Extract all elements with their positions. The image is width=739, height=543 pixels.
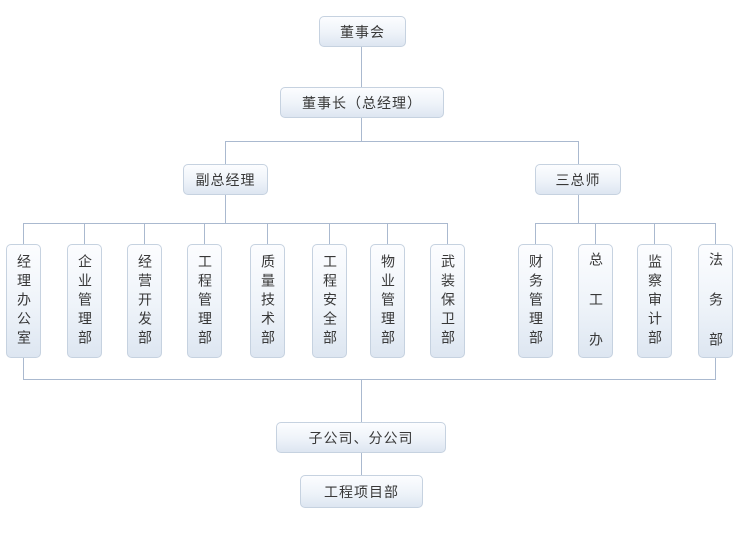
connector-board-to-chairman: [361, 47, 362, 87]
node-dept-finance-mgmt: 财务管理部: [518, 244, 553, 358]
connector-bottom-horizontal: [23, 379, 716, 380]
connector-left-depts-horizontal: [23, 223, 448, 224]
node-dept-engineering-safety: 工程安全部: [312, 244, 347, 358]
connector-to-deputy-gm: [225, 141, 226, 164]
node-dept-engineering-mgmt: 工程管理部: [187, 244, 222, 358]
connector-tick-dept-8: [447, 223, 448, 244]
node-chairman: 董事长（总经理）: [280, 87, 444, 118]
node-dept-quality-tech: 质量技术部: [250, 244, 285, 358]
node-dept-manager-office: 经理办公室: [6, 244, 41, 358]
node-three-chiefs: 三总师: [535, 164, 621, 195]
node-dept-enterprise-mgmt: 企业管理部: [67, 244, 102, 358]
connector-left-bottom-drop: [23, 358, 24, 379]
node-dept-business-dev: 经营开发部: [127, 244, 162, 358]
connector-level3-horizontal: [225, 141, 579, 142]
connector-right-bottom-drop: [715, 358, 716, 379]
connector-to-subsidiaries: [361, 379, 362, 422]
connector-three-chiefs-drop: [578, 195, 579, 223]
node-project-dept: 工程项目部: [300, 475, 423, 508]
connector-tick-dept-7: [387, 223, 388, 244]
node-dept-legal: 法 务 部: [698, 244, 733, 358]
node-deputy-gm: 副总经理: [183, 164, 268, 195]
node-board: 董事会: [319, 16, 406, 47]
connector-chairman-drop: [361, 118, 362, 141]
connector-subsidiaries-to-project: [361, 453, 362, 475]
connector-deputy-gm-drop: [225, 195, 226, 223]
connector-tick-dept-3: [144, 223, 145, 244]
connector-tick-dept-11: [654, 223, 655, 244]
connector-tick-dept-12: [715, 223, 716, 244]
node-subsidiaries: 子公司、分公司: [276, 422, 446, 453]
connector-to-three-chiefs: [578, 141, 579, 164]
connector-right-depts-horizontal: [535, 223, 716, 224]
node-dept-supervision-audit: 监察审计部: [637, 244, 672, 358]
node-dept-chief-engineer-office: 总 工 办: [578, 244, 613, 358]
node-dept-property-mgmt: 物业管理部: [370, 244, 405, 358]
connector-tick-dept-2: [84, 223, 85, 244]
connector-tick-dept-4: [204, 223, 205, 244]
connector-tick-dept-5: [267, 223, 268, 244]
connector-tick-dept-6: [329, 223, 330, 244]
connector-tick-dept-9: [535, 223, 536, 244]
node-dept-armed-security: 武装保卫部: [430, 244, 465, 358]
connector-tick-dept-1: [23, 223, 24, 244]
connector-tick-dept-10: [595, 223, 596, 244]
